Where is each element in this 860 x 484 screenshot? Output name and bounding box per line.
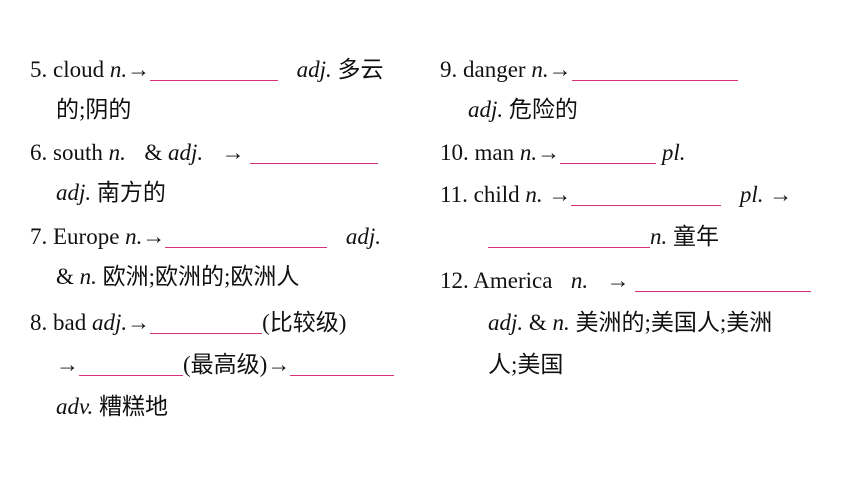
- part-of-speech: adj.: [56, 180, 92, 205]
- item-7-line-1: 7. Europe n.→ adj.: [30, 222, 381, 252]
- answer-blank[interactable]: [150, 58, 279, 81]
- item-10-line: 10. man n.→ pl.: [440, 138, 686, 168]
- item-12-line-2: adj. & n. 美洲的;美国人;美洲: [488, 308, 772, 338]
- ampersand: &: [56, 264, 74, 289]
- arrow: →: [142, 224, 166, 249]
- item-word: cloud: [53, 57, 105, 82]
- part-of-speech: adj.: [91, 310, 128, 335]
- item-6-line-2: adj. 南方的: [56, 178, 166, 208]
- part-of-speech: pl.: [661, 140, 686, 165]
- meaning: 糟糕地: [99, 394, 169, 419]
- arrow: →: [548, 57, 572, 82]
- part-of-speech: n.: [650, 224, 668, 249]
- answer-blank[interactable]: [290, 353, 395, 376]
- item-number: 9.: [440, 57, 458, 82]
- item-12-line-3: 人;美国: [488, 350, 563, 380]
- item-6-line-1: 6. south n. & adj. →: [30, 138, 379, 168]
- part-of-speech: n.: [109, 57, 128, 82]
- item-word: bad: [53, 310, 87, 335]
- item-8-line-1: 8. bad adj.→ (比较级): [30, 308, 346, 338]
- item-number: 8.: [30, 310, 48, 335]
- arrow: →: [221, 140, 245, 165]
- arrow: →: [267, 352, 291, 377]
- ampersand: &: [528, 310, 547, 335]
- part-of-speech: n.: [531, 57, 549, 82]
- part-of-speech: adj.: [296, 57, 332, 82]
- answer-blank[interactable]: [571, 58, 738, 81]
- item-word: child: [473, 182, 520, 207]
- item-12-line-1: 12. America n. →: [440, 266, 812, 296]
- arrow: →: [548, 182, 572, 207]
- arrow: →: [606, 268, 630, 293]
- item-word: south: [53, 140, 103, 165]
- item-number: 6.: [30, 140, 48, 165]
- answer-blank[interactable]: [150, 311, 263, 334]
- comparative-note: (比较级): [262, 310, 347, 335]
- part-of-speech: n.: [125, 224, 143, 249]
- item-9-line-1: 9. danger n.→: [440, 55, 738, 85]
- answer-blank[interactable]: [165, 225, 328, 248]
- item-number: 11.: [440, 182, 468, 207]
- item-9-line-2: adj. 危险的: [468, 95, 578, 125]
- item-7-line-2: & n. 欧洲;欧洲的;欧洲人: [56, 262, 299, 292]
- item-11-line-1: 11. child n. → pl. →: [440, 180, 792, 210]
- item-11-line-2: n. 童年: [488, 222, 719, 252]
- item-number: 10.: [440, 140, 469, 165]
- meaning: 危险的: [508, 97, 578, 122]
- answer-blank[interactable]: [79, 353, 183, 376]
- part-of-speech: adj.: [488, 310, 524, 335]
- part-of-speech: adv.: [56, 394, 94, 419]
- meaning: 欧洲;欧洲的;欧洲人: [102, 264, 300, 289]
- item-5-line-2: 的;阴的: [56, 95, 131, 125]
- superlative-note: (最高级): [183, 352, 268, 377]
- item-word: Europe: [53, 224, 120, 249]
- part-of-speech: n.: [79, 264, 97, 289]
- answer-blank[interactable]: [488, 225, 650, 248]
- answer-blank[interactable]: [560, 141, 657, 164]
- part-of-speech: n.: [108, 140, 126, 165]
- part-of-speech: pl.: [739, 182, 764, 207]
- ampersand: &: [144, 140, 163, 165]
- item-number: 7.: [30, 224, 48, 249]
- answer-blank[interactable]: [635, 269, 812, 292]
- arrow: →: [537, 140, 561, 165]
- item-number: 5.: [30, 57, 48, 82]
- answer-blank[interactable]: [571, 183, 722, 206]
- item-word: America: [473, 268, 553, 293]
- meaning: 人;美国: [488, 352, 564, 377]
- item-word: man: [474, 140, 515, 165]
- arrow: →: [127, 57, 151, 82]
- arrow: →: [56, 352, 79, 377]
- item-8-line-2: →(最高级)→: [56, 350, 395, 380]
- meaning: 美洲的;美国人;美洲: [575, 310, 773, 335]
- item-word: danger: [463, 57, 526, 82]
- meaning: 的;阴的: [56, 97, 132, 122]
- part-of-speech: n.: [519, 140, 538, 165]
- arrow: →: [769, 182, 793, 207]
- meaning: 南方的: [96, 180, 166, 205]
- item-number: 12.: [440, 268, 469, 293]
- item-8-line-3: adv. 糟糕地: [56, 392, 168, 422]
- part-of-speech: adj.: [167, 140, 204, 165]
- part-of-speech: n.: [552, 310, 570, 335]
- meaning: 童年: [673, 224, 719, 249]
- meaning: 多云: [337, 57, 384, 82]
- part-of-speech: n.: [525, 182, 543, 207]
- part-of-speech: n.: [570, 268, 589, 293]
- part-of-speech: adj.: [468, 97, 504, 122]
- answer-blank[interactable]: [250, 141, 379, 164]
- arrow: →: [127, 310, 151, 335]
- part-of-speech: adj.: [345, 224, 382, 249]
- item-5-line-1: 5. cloud n.→ adj. 多云: [30, 55, 384, 85]
